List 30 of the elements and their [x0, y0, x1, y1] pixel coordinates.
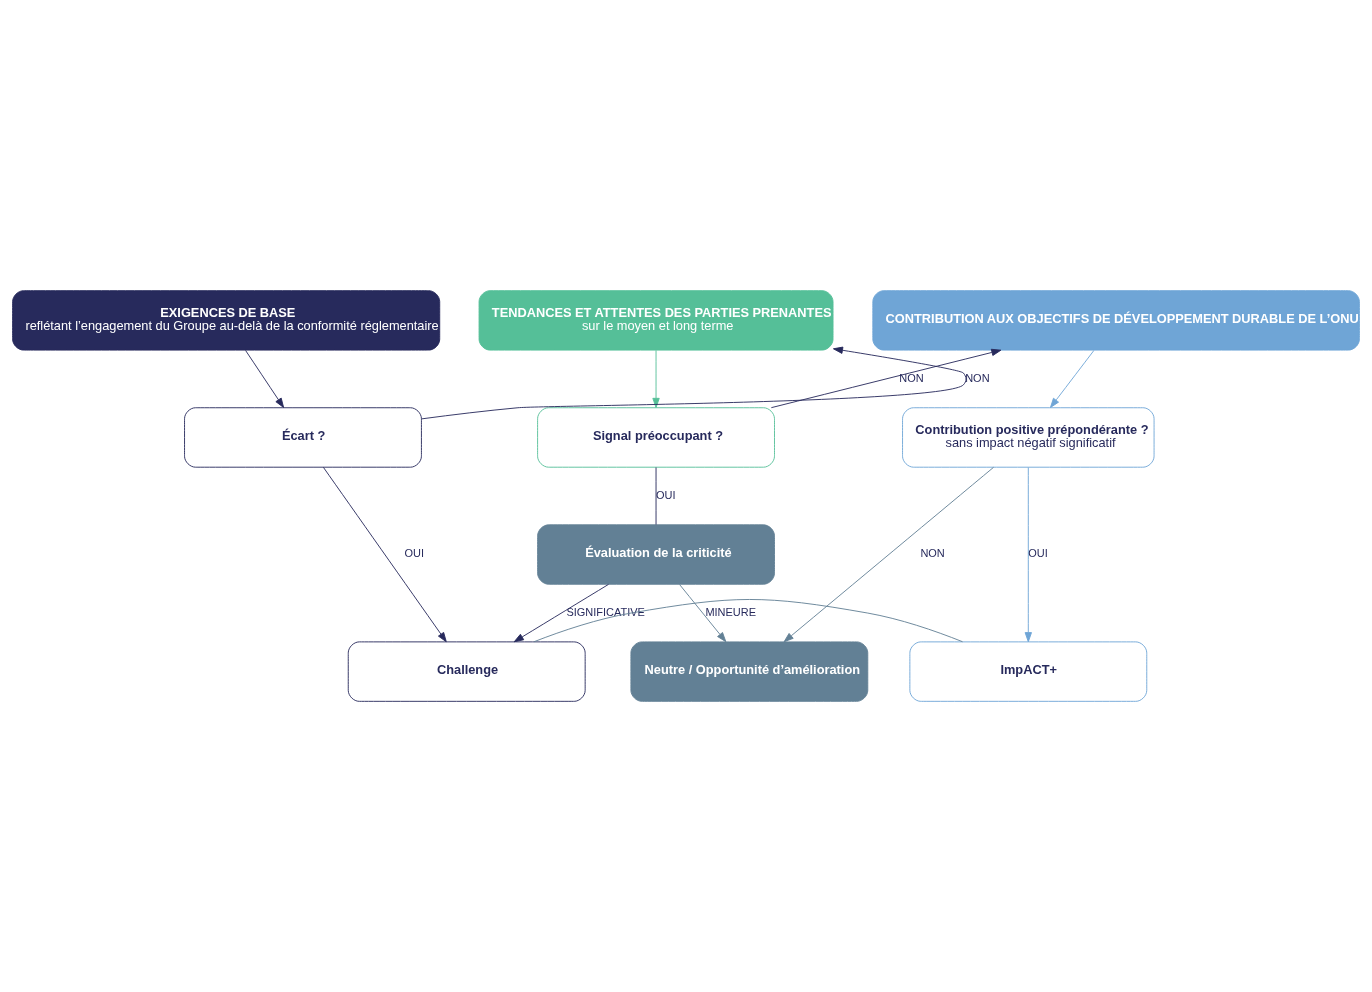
node-box: Contribution positive prépondérante ? sans impact négatif significatif [902, 407, 1155, 468]
arrow [770, 348, 1002, 409]
edge-label: NON [899, 371, 924, 384]
node-box: TENDANCES ET ATTENTES DES PARTIES PRENANTES sur le moyen et long terme [478, 290, 834, 351]
arrow [1024, 466, 1032, 643]
edge-label: NON [965, 371, 990, 384]
edge-label: MINEURE [705, 605, 757, 618]
node-box: ImpACT+ [909, 641, 1148, 702]
edge-label: OUI [404, 547, 425, 560]
arrow [245, 349, 285, 408]
arrow [421, 346, 967, 420]
arrow [783, 466, 994, 643]
node-box: CONTRIBUTION AUX OBJECTIFS DE DÉVELOPPEMENT DURABLE DE L’ONU [872, 290, 1360, 351]
node-box: Signal préoccupant ? [537, 407, 775, 468]
node-box: Évaluation de la criticité [537, 524, 775, 585]
edge-label: SIGNIFICATIVE [566, 605, 645, 618]
arrow [322, 466, 447, 643]
edge-label: OUI [656, 488, 676, 501]
arrow [679, 584, 727, 643]
connector [655, 467, 657, 525]
arrow [513, 583, 609, 643]
arrow [1050, 349, 1095, 408]
node-box: Écart ? [184, 407, 422, 468]
edge-label: NON [920, 547, 945, 560]
edge-label: OUI [1028, 547, 1048, 560]
node-box: Challenge [347, 641, 586, 702]
connector [533, 599, 964, 643]
node-box: EXIGENCES DE BASE reflétant l’engagement du Groupe au-delà de la conformité réglementaire [12, 290, 441, 351]
arrow [652, 349, 660, 408]
node-box: Neutre / Opportunité d’amélioration [630, 641, 869, 702]
